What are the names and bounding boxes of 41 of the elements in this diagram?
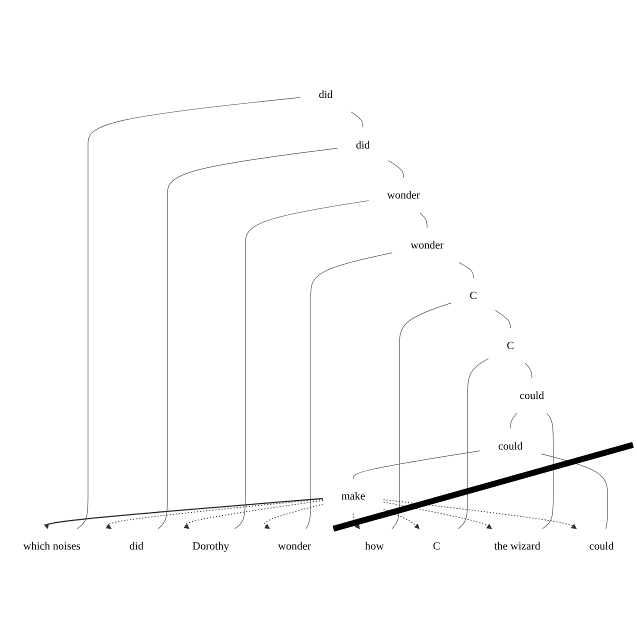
node-text: could (589, 540, 614, 552)
node-text: how (365, 540, 384, 552)
connector (76, 97, 301, 530)
node-text: which noises (23, 540, 80, 552)
connector (495, 310, 511, 328)
connector (234, 200, 370, 530)
connector (525, 362, 532, 379)
arrow (44, 498, 324, 530)
node-text: wonder (410, 238, 444, 252)
connector (420, 212, 428, 228)
connector (510, 412, 518, 429)
connector (158, 148, 338, 530)
arrow (383, 499, 577, 530)
node-text: did (129, 540, 144, 552)
connector (306, 252, 393, 530)
node-text: wonder (387, 188, 420, 201)
arrow (184, 500, 324, 530)
connector (388, 160, 404, 178)
node-text: did (318, 88, 333, 101)
arrow (383, 502, 492, 530)
arrow (352, 513, 360, 530)
node-text: C (506, 339, 514, 352)
arrow (106, 498, 324, 530)
connector (458, 262, 474, 278)
node-text: C (432, 540, 440, 552)
connector (542, 412, 554, 530)
arrow (264, 504, 324, 530)
node-text: make (341, 490, 366, 502)
node-text: Dorothy (192, 540, 230, 552)
connector (458, 358, 489, 530)
node-text: wonder (278, 540, 312, 552)
node-text: the wizard (494, 540, 540, 552)
connector (540, 453, 608, 530)
connector (350, 112, 364, 128)
node-text: could (520, 389, 544, 402)
connector (392, 302, 452, 530)
connector (352, 450, 480, 479)
node-text: did (356, 138, 370, 151)
arrow (383, 508, 420, 530)
node-text: could (498, 439, 523, 452)
node-text: C (470, 288, 477, 302)
